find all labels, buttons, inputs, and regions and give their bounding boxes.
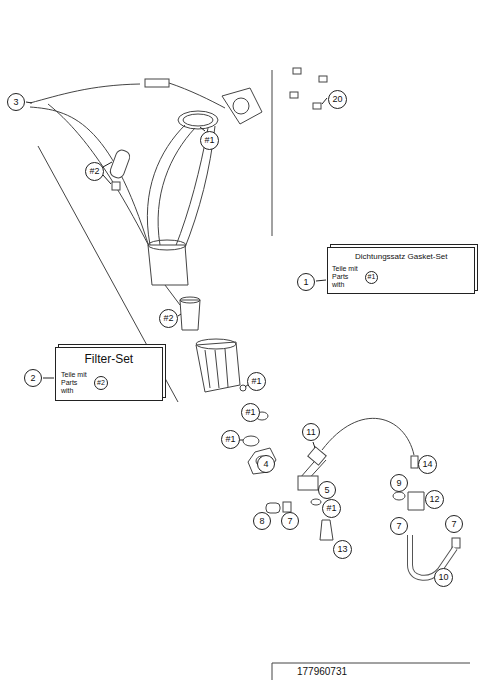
screw	[313, 103, 321, 109]
wire	[30, 84, 140, 103]
drawing-number: 177960731	[295, 666, 349, 677]
leader-line	[178, 314, 181, 316]
leader-line	[43, 378, 54, 379]
wire	[169, 83, 225, 108]
callout-number: 3	[7, 93, 25, 111]
callout-number: 14	[418, 455, 437, 474]
fuel-tube	[158, 128, 195, 245]
callout-number: 7	[390, 517, 408, 535]
nut	[248, 448, 276, 474]
screw	[319, 76, 327, 82]
callout-number: 8	[253, 512, 271, 530]
callout-number: #2	[159, 309, 178, 328]
frame-line	[272, 663, 470, 664]
filter-element	[180, 300, 200, 330]
banjo-bolt	[320, 520, 333, 540]
leader-line	[103, 162, 112, 167]
callout-number: 11	[302, 423, 320, 441]
callout-number: 1	[297, 273, 315, 291]
leader-line	[313, 442, 315, 448]
callout-number: #1	[221, 430, 240, 449]
callout-number: 12	[425, 490, 444, 509]
o-ring	[240, 385, 246, 391]
parts-set-box: Filter-SetTeile mit Parts with#2	[55, 347, 163, 401]
leader-line	[322, 98, 327, 104]
callout-number: 7	[445, 515, 463, 533]
wire	[30, 107, 150, 250]
screw	[293, 68, 301, 74]
divider-line	[272, 70, 273, 236]
fuel-pressure-sensor	[308, 447, 326, 465]
pump-flange	[222, 88, 262, 124]
screw	[290, 92, 298, 98]
set-title: Filter-Set	[61, 353, 157, 367]
callout-number: #1	[247, 372, 266, 391]
set-title: Dichtungssatz Gasket-Set	[332, 252, 470, 261]
frame-line	[272, 663, 273, 680]
sensor-cable	[322, 418, 414, 455]
clamp	[283, 502, 291, 512]
pump-shaft	[165, 285, 180, 305]
hose-fitting	[408, 492, 424, 510]
callout-number: #1	[322, 499, 341, 518]
connector-plug	[145, 79, 169, 87]
callout-number: #1	[241, 403, 260, 422]
fuel-strainer	[196, 339, 236, 349]
leader-line	[103, 175, 111, 184]
callout-number: 7	[281, 512, 299, 530]
callout-number: #2	[85, 162, 104, 181]
leader-line	[200, 127, 205, 131]
hose-clip	[411, 456, 418, 468]
screw	[112, 182, 120, 190]
o-ring	[311, 499, 321, 505]
clamp	[452, 538, 460, 548]
flange-seal	[183, 114, 213, 126]
callout-number: #1	[365, 271, 378, 284]
flange-port	[233, 98, 249, 114]
callout-number: 4	[257, 455, 275, 473]
parts-set-box: Dichtungssatz Gasket-SetTeile mit Parts …	[327, 247, 475, 294]
pump-body	[148, 240, 186, 250]
callout-number: #1	[200, 131, 219, 150]
callout-number: #2	[94, 376, 108, 390]
leader-line	[26, 102, 32, 103]
leader-line	[316, 280, 326, 281]
callout-number: 13	[333, 540, 352, 559]
fuel-tube	[147, 125, 185, 245]
callout-number: 10	[434, 568, 453, 587]
fuel-strainer	[196, 342, 240, 392]
filter-element	[180, 297, 200, 303]
set-note: Teile mit Parts with	[332, 265, 362, 289]
callout-number: 9	[390, 474, 408, 492]
filter-element	[109, 148, 132, 179]
fitting	[298, 476, 318, 490]
o-ring	[243, 436, 259, 446]
hose-piece	[266, 503, 280, 513]
callout-number: 2	[24, 369, 42, 387]
callout-number: 5	[318, 481, 336, 499]
set-note: Teile mit Parts with	[61, 371, 91, 395]
o-ring	[393, 492, 405, 500]
callout-number: 20	[328, 90, 347, 109]
strainer-mesh	[205, 349, 228, 388]
wire	[48, 104, 152, 252]
pump-body	[148, 245, 188, 285]
